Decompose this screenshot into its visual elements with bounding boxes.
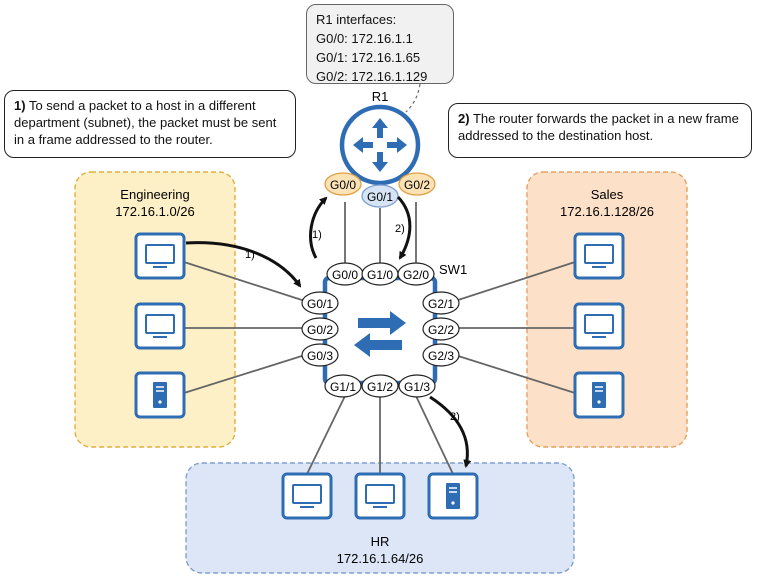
switch-name: SW1: [439, 262, 467, 277]
switch-port-g1-1: G1/1: [324, 374, 362, 398]
cloud-connector: [405, 83, 421, 113]
switch-ports: G0/0 G1/0 G2/0 G0/1 G0/2 G0/3 G2/1 G2/2 …: [301, 262, 460, 398]
svg-text:G2/3: G2/3: [428, 349, 454, 363]
switch-sw1: [322, 275, 438, 386]
router-icon: [339, 104, 421, 186]
router-interfaces-note: R1 interfaces: G0/0: 172.16.1.1 G0/1: 17…: [306, 4, 454, 84]
router-name: R1: [372, 89, 389, 104]
svg-text:G0/2: G0/2: [307, 323, 333, 337]
hr-pc-1-icon: [281, 472, 333, 520]
router-port-g00: G0/0: [324, 172, 362, 196]
router-arrows-icon: [353, 118, 407, 172]
router-interface-g01: G0/1: 172.16.1.65: [316, 50, 421, 65]
svg-text:G1/3: G1/3: [404, 380, 430, 394]
switch-port-g0-1: G0/1: [301, 291, 339, 315]
svg-text:G0/3: G0/3: [307, 349, 333, 363]
switch-arrows-icon: [354, 311, 406, 357]
engineering-zone-name: Engineering: [120, 187, 189, 202]
cables: [183, 202, 576, 475]
arrow-step2-label-b: 2): [450, 411, 460, 423]
cable-hr-server: [415, 395, 454, 475]
engineering-zone-subnet: 172.16.1.0/26: [115, 204, 195, 219]
cable-hr-pc1: [306, 395, 346, 475]
eng-pc-2-icon: [134, 302, 186, 350]
packet-arrows: [185, 195, 472, 468]
router-interface-g02: G0/2: 172.16.1.129: [316, 69, 428, 84]
callout-step1-number: 1): [14, 98, 26, 113]
callout-step2-number: 2): [458, 111, 470, 126]
switch-port-g2-1: G2/1: [422, 291, 460, 315]
callout-step1: 1) To send a packet to a host in a diffe…: [4, 90, 296, 158]
cable-sales-server: [454, 354, 576, 394]
router-port-g00-label: G0/0: [330, 178, 356, 192]
hr-pc-2-icon: [354, 472, 406, 520]
sales-pc-2-icon: [573, 302, 625, 350]
hr-zone-name: HR: [371, 534, 390, 549]
sales-pc-1-icon: [573, 232, 625, 280]
sales-server-icon: [573, 371, 625, 419]
router-port-g02: G0/2: [398, 172, 436, 196]
eng-pc-1-icon: [134, 232, 186, 280]
switch-port-g2-3: G2/3: [422, 343, 460, 367]
svg-text:G1/2: G1/2: [367, 380, 393, 394]
switch-port-g20: G2/0: [397, 262, 435, 286]
callout-step1-text: To send a packet to a host in a differen…: [14, 98, 277, 147]
router-interface-g00: G0/0: 172.16.1.1: [316, 31, 413, 46]
switch-port-g0-3: G0/3: [301, 343, 339, 367]
sales-zone-subnet: 172.16.1.128/26: [560, 204, 654, 219]
router-port-g01-label: G0/1: [367, 190, 393, 204]
switch-port-g10: G1/0: [361, 262, 399, 286]
svg-text:G2/1: G2/1: [428, 297, 454, 311]
router-r1: [339, 104, 421, 186]
switch-port-g00: G0/0: [326, 262, 364, 286]
svg-text:G2/2: G2/2: [428, 323, 454, 337]
svg-text:G0/1: G0/1: [307, 297, 333, 311]
svg-text:G0/0: G0/0: [332, 268, 358, 282]
switch-port-g2-2: G2/2: [422, 317, 460, 341]
arrow-step1-to-router: [309, 196, 328, 259]
callout-step2-text: The router forwards the packet in a new …: [458, 111, 739, 143]
switch-port-g1-3: G1/3: [398, 374, 436, 398]
router-port-g02-label: G0/2: [404, 178, 430, 192]
callout-step2: 2) The router forwards the packet in a n…: [448, 103, 752, 158]
switch-port-g0-2: G0/2: [301, 317, 339, 341]
arrow-step2-to-hr: [429, 395, 472, 468]
switch-port-g1-2: G1/2: [361, 374, 399, 398]
cable-eng-pc1: [183, 261, 306, 302]
arrow-step1-label-a: 1): [245, 249, 255, 261]
svg-text:G2/0: G2/0: [403, 268, 429, 282]
hr-zone-subnet: 172.16.1.64/26: [337, 551, 424, 566]
svg-text:G1/1: G1/1: [330, 380, 356, 394]
arrow-step1-label-b: 1): [312, 229, 322, 241]
arrow-step1-to-switch: [185, 241, 302, 288]
cable-sales-pc1: [454, 261, 576, 302]
arrow-step2-from-router: [396, 195, 412, 260]
svg-text:G1/0: G1/0: [367, 268, 393, 282]
router-interfaces-title: R1 interfaces:: [316, 12, 397, 27]
sales-zone-name: Sales: [591, 187, 624, 202]
eng-server-icon: [134, 371, 186, 419]
hr-server-icon: [427, 472, 479, 520]
router-port-g01: G0/1: [361, 184, 399, 208]
arrow-step2-label-a: 2): [395, 223, 405, 235]
cable-eng-server: [183, 354, 306, 394]
